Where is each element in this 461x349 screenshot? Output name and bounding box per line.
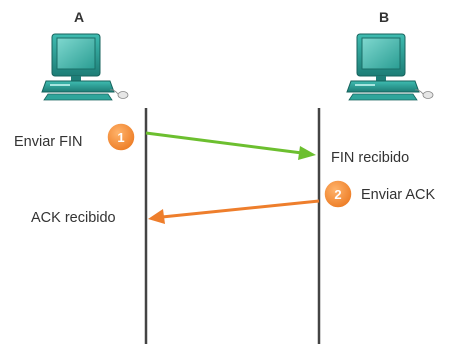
- send-ack-label: Enviar ACK: [361, 187, 435, 203]
- step-2-badge: 2: [323, 179, 353, 209]
- computer-icon: [346, 33, 434, 101]
- computer-icon: [41, 33, 129, 101]
- host-a-label: A: [74, 9, 84, 25]
- svg-text:1: 1: [117, 130, 124, 145]
- fin-received-label: FIN recibido: [331, 150, 409, 166]
- send-fin-label: Enviar FIN: [14, 134, 83, 150]
- ack-arrowhead: [148, 209, 165, 224]
- host-b-label: B: [379, 9, 389, 25]
- fin-arrowhead: [298, 146, 316, 160]
- svg-text:2: 2: [334, 187, 341, 202]
- step-1-badge: 1: [106, 122, 136, 152]
- ack-arrow: [161, 199, 320, 219]
- fin-arrow: [145, 131, 303, 155]
- ack-received-label: ACK recibido: [31, 210, 116, 226]
